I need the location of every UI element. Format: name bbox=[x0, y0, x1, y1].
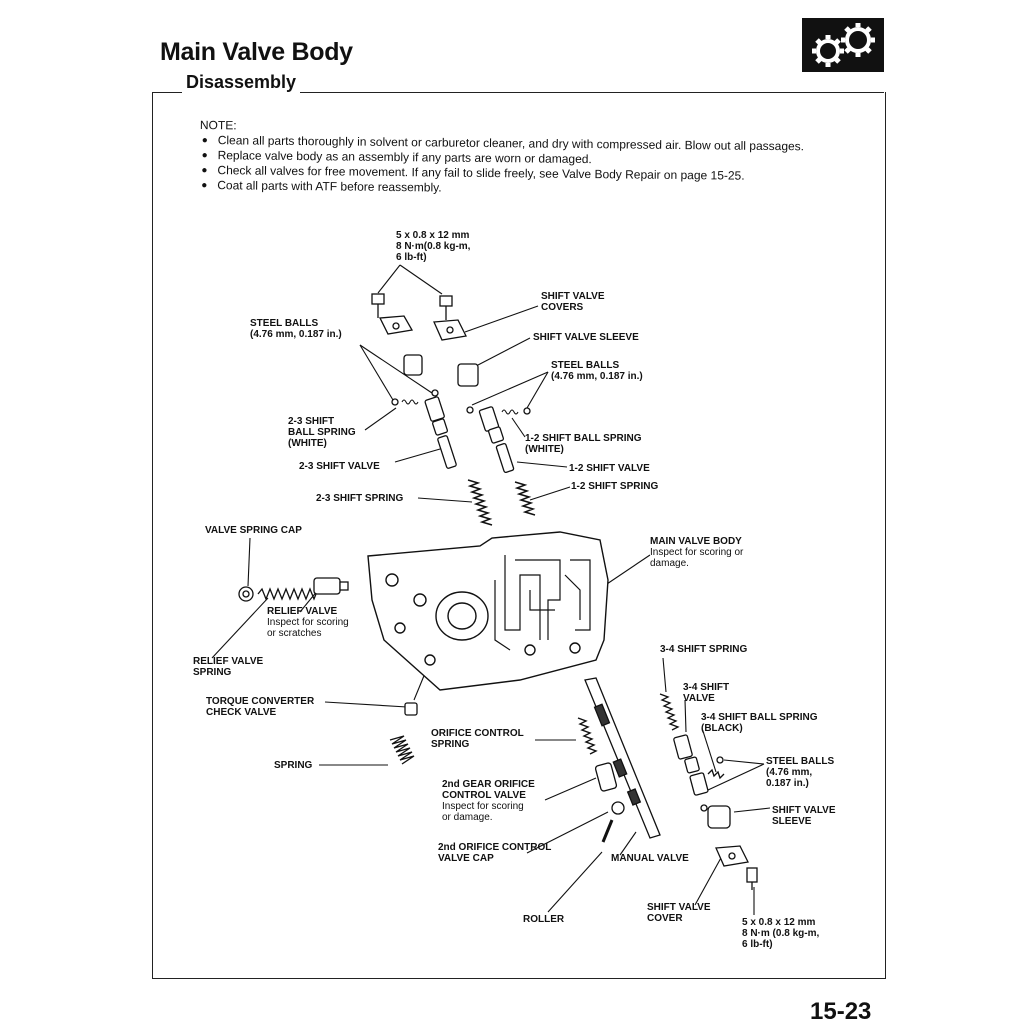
label-shift-valve-cover: SHIFT VALVE COVER bbox=[647, 902, 711, 924]
label-steel-balls-left: STEEL BALLS (4.76 mm, 0.187 in.) bbox=[250, 318, 342, 340]
label-line: 2-3 SHIFT bbox=[288, 416, 335, 427]
label-line: VALVE CAP bbox=[438, 853, 494, 864]
label-steel-balls-right: STEEL BALLS (4.76 mm, 0.187 in.) bbox=[551, 360, 643, 382]
content-frame bbox=[152, 92, 886, 979]
label-line: or damage. bbox=[442, 812, 493, 823]
label-line: RELIEF VALVE bbox=[267, 606, 338, 617]
bolt-spec-line: 6 lb-ft) bbox=[742, 939, 773, 950]
label-spring: SPRING bbox=[274, 760, 313, 771]
label-shift-valve-sleeve-low: SHIFT VALVE SLEEVE bbox=[772, 805, 836, 827]
label-line: SPRING bbox=[193, 667, 232, 678]
label-roller: ROLLER bbox=[523, 914, 565, 925]
bolt-spec-low: 5 x 0.8 x 12 mm 8 N·m (0.8 kg-m, 6 lb-ft… bbox=[742, 917, 819, 950]
label-1-2-shift-spring: 1-2 SHIFT SPRING bbox=[571, 481, 659, 492]
label-steel-balls-low: STEEL BALLS (4.76 mm, 0.187 in.) bbox=[766, 756, 834, 789]
label-line: (4.76 mm, bbox=[766, 767, 813, 778]
label-line: (BLACK) bbox=[701, 723, 743, 734]
label-2-3-shift-spring: 2-3 SHIFT SPRING bbox=[316, 493, 404, 504]
label-relief-valve: RELIEF VALVE Inspect for scoring or scra… bbox=[267, 606, 349, 639]
label-3-4-shift-valve: 3-4 SHIFT VALVE bbox=[683, 682, 729, 704]
label-line: (4.76 mm, 0.187 in.) bbox=[250, 329, 342, 340]
label-line: or scratches bbox=[267, 628, 322, 639]
label-line: Inspect for scoring or bbox=[650, 547, 744, 558]
label-line: damage. bbox=[650, 558, 689, 569]
label-line: STEEL BALLS bbox=[250, 318, 319, 329]
label-line: (WHITE) bbox=[525, 444, 564, 455]
label-line: COVERS bbox=[541, 302, 584, 313]
label-line: Inspect for scoring bbox=[442, 801, 524, 812]
gears-icon bbox=[802, 18, 884, 72]
label-line: COVER bbox=[647, 913, 683, 924]
label-line: CHECK VALVE bbox=[206, 707, 277, 718]
label-torque-converter-check-valve: TORQUE CONVERTER CHECK VALVE bbox=[206, 696, 314, 718]
bolt-spec-line: 6 lb-ft) bbox=[396, 252, 427, 263]
label-1-2-shift-valve: 1-2 SHIFT VALVE bbox=[569, 463, 650, 474]
label-line: 2nd GEAR ORIFICE bbox=[442, 779, 535, 790]
label-line: (WHITE) bbox=[288, 438, 327, 449]
label-2-3-shift-valve: 2-3 SHIFT VALVE bbox=[299, 461, 380, 472]
bolt-spec-line: 5 x 0.8 x 12 mm bbox=[396, 230, 470, 241]
label-line: STEEL BALLS bbox=[551, 360, 620, 371]
label-orifice-control-spring: ORIFICE CONTROL SPRING bbox=[431, 728, 524, 750]
label-line: SHIFT VALVE bbox=[541, 291, 605, 302]
label-line: SHIFT VALVE bbox=[772, 805, 836, 816]
label-2nd-orifice-control-valve-cap: 2nd ORIFICE CONTROL VALVE CAP bbox=[438, 842, 551, 864]
page-title: Main Valve Body bbox=[160, 38, 353, 66]
label-line: SHIFT VALVE bbox=[647, 902, 711, 913]
label-line: TORQUE CONVERTER bbox=[206, 696, 315, 707]
frame-top-rule bbox=[152, 92, 884, 93]
label-line: STEEL BALLS bbox=[766, 756, 835, 767]
label-relief-valve-spring: RELIEF VALVE SPRING bbox=[193, 656, 263, 678]
label-line: (4.76 mm, 0.187 in.) bbox=[551, 371, 643, 382]
bolt-spec-line: 5 x 0.8 x 12 mm bbox=[742, 917, 816, 928]
label-2nd-gear-orifice-control-valve: 2nd GEAR ORIFICE CONTROL VALVE Inspect f… bbox=[442, 779, 535, 823]
label-shift-valve-covers: SHIFT VALVE COVERS bbox=[541, 291, 605, 313]
label-line: 0.187 in.) bbox=[766, 778, 809, 789]
bolt-spec-line: 8 N·m (0.8 kg-m, bbox=[742, 928, 820, 939]
section-subtitle: Disassembly bbox=[182, 72, 301, 93]
label-line: CONTROL VALVE bbox=[442, 790, 526, 801]
label-shift-valve-sleeve-top: SHIFT VALVE SLEEVE bbox=[533, 332, 639, 343]
page-number: 15-23 bbox=[810, 998, 872, 1025]
label-line: 1-2 SHIFT BALL SPRING bbox=[525, 433, 642, 444]
label-3-4-shift-spring: 3-4 SHIFT SPRING bbox=[660, 644, 748, 655]
label-2-3-ball-spring: 2-3 SHIFT BALL SPRING (WHITE) bbox=[288, 416, 356, 449]
bolt-spec-line: 8 N·m(0.8 kg-m, bbox=[396, 241, 471, 252]
label-line: RELIEF VALVE bbox=[193, 656, 264, 667]
label-line: VALVE bbox=[683, 693, 715, 704]
label-line: SPRING bbox=[431, 739, 470, 750]
bolt-spec-top: 5 x 0.8 x 12 mm 8 N·m(0.8 kg-m, 6 lb-ft) bbox=[396, 230, 470, 263]
label-line: 3-4 SHIFT BALL SPRING bbox=[701, 712, 818, 723]
label-main-valve-body: MAIN VALVE BODY Inspect for scoring or d… bbox=[650, 536, 743, 569]
label-line: Inspect for scoring bbox=[267, 617, 349, 628]
label-1-2-ball-spring: 1-2 SHIFT BALL SPRING (WHITE) bbox=[525, 433, 642, 455]
label-line: 2nd ORIFICE CONTROL bbox=[438, 842, 552, 853]
label-line: 3-4 SHIFT bbox=[683, 682, 730, 693]
label-manual-valve: MANUAL VALVE bbox=[611, 853, 689, 864]
label-line: ORIFICE CONTROL bbox=[431, 728, 524, 739]
label-line: BALL SPRING bbox=[288, 427, 356, 438]
label-line: SLEEVE bbox=[772, 816, 812, 827]
label-valve-spring-cap: VALVE SPRING CAP bbox=[205, 525, 302, 536]
label-line: MAIN VALVE BODY bbox=[650, 536, 742, 547]
label-3-4-ball-spring: 3-4 SHIFT BALL SPRING (BLACK) bbox=[701, 712, 818, 734]
